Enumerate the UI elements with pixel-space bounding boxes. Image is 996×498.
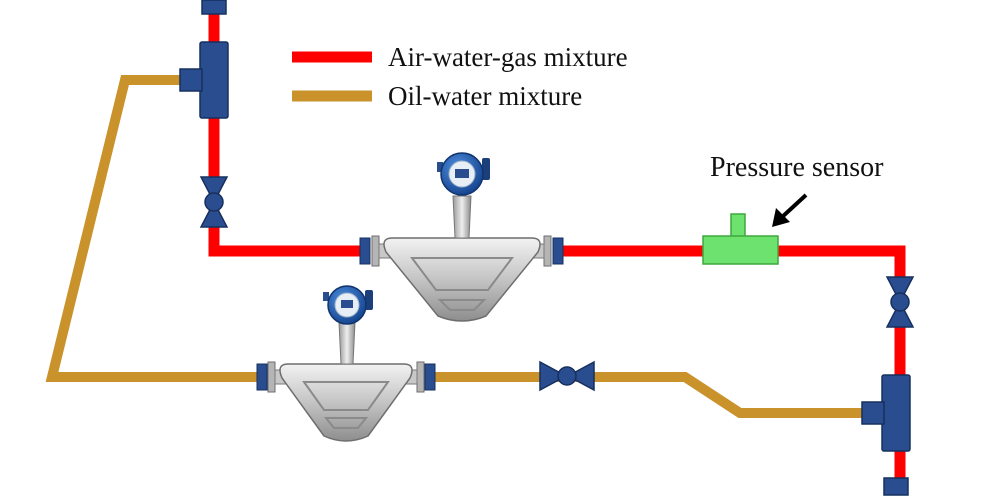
valve-icon [885, 276, 915, 328]
valve-icon [199, 176, 229, 228]
legend-label-air-water-gas: Air-water-gas mixture [388, 42, 628, 72]
flowmeter-icon [359, 152, 564, 322]
legend: Air-water-gas mixture Oil-water mixture [292, 42, 628, 111]
tee-fitting-icon [179, 0, 229, 119]
tee-fitting-icon [861, 374, 911, 496]
pressure-sensor-icon [702, 213, 779, 265]
legend-label-oil-water: Oil-water mixture [388, 81, 582, 111]
arrow-icon [772, 193, 808, 227]
valve-icon [539, 360, 595, 392]
flowmeter-icon [256, 285, 436, 442]
pressure-sensor-label: Pressure sensor [710, 152, 884, 183]
